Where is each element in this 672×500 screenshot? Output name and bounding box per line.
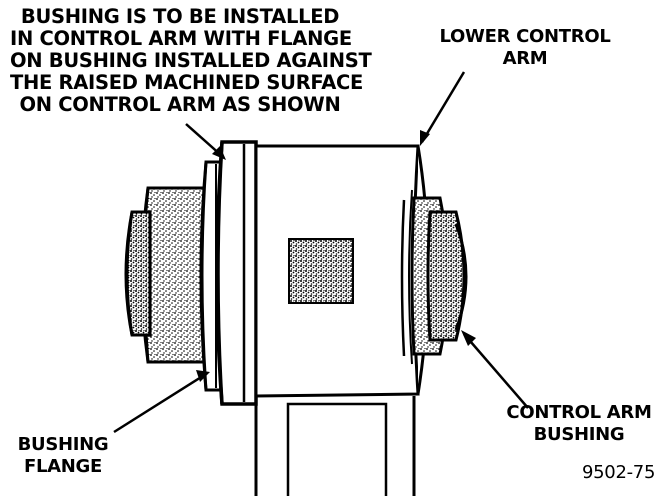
control-arm-bushing-label-line: CONTROL ARM [506,402,652,423]
bushing-flange-label-line: BUSHING [17,434,109,455]
control-arm-bushing-label-line: BUSHING [533,424,625,445]
bushing-flange-leader [113,372,207,434]
install-note-line: ON CONTROL ARM AS SHOWN [19,93,341,116]
bushing-flange-label-line: FLANGE [23,456,103,477]
bushing-flange-label: BUSHING FLANGE [8,434,118,478]
lower-control-arm-leader [420,71,466,143]
install-note-line: ON BUSHING INSTALLED AGAINST [10,49,372,72]
bushing-flange-ring [199,140,258,406]
lower-control-arm-body [254,144,420,500]
install-note-line: THE RAISED MACHINED SURFACE [10,71,364,94]
control-arm-bushing-leader [463,333,529,409]
leader-lines [113,71,529,434]
install-note: BUSHING IS TO BE INSTALLED IN CONTROL AR… [10,5,372,116]
lower-control-arm-label-line: ARM [502,48,548,69]
install-note-line: IN CONTROL ARM WITH FLANGE [10,27,352,50]
figure-number: 9502-75 [582,462,656,483]
lower-control-arm-label-line: LOWER CONTROL [439,26,611,47]
right-bushing-end [410,196,468,356]
install-note-line: BUSHING IS TO BE INSTALLED [20,5,340,28]
lower-control-arm-label: LOWER CONTROL ARM [430,26,620,70]
control-arm-bushing-label: CONTROL ARM BUSHING [494,402,664,446]
left-bushing-end [124,186,214,364]
